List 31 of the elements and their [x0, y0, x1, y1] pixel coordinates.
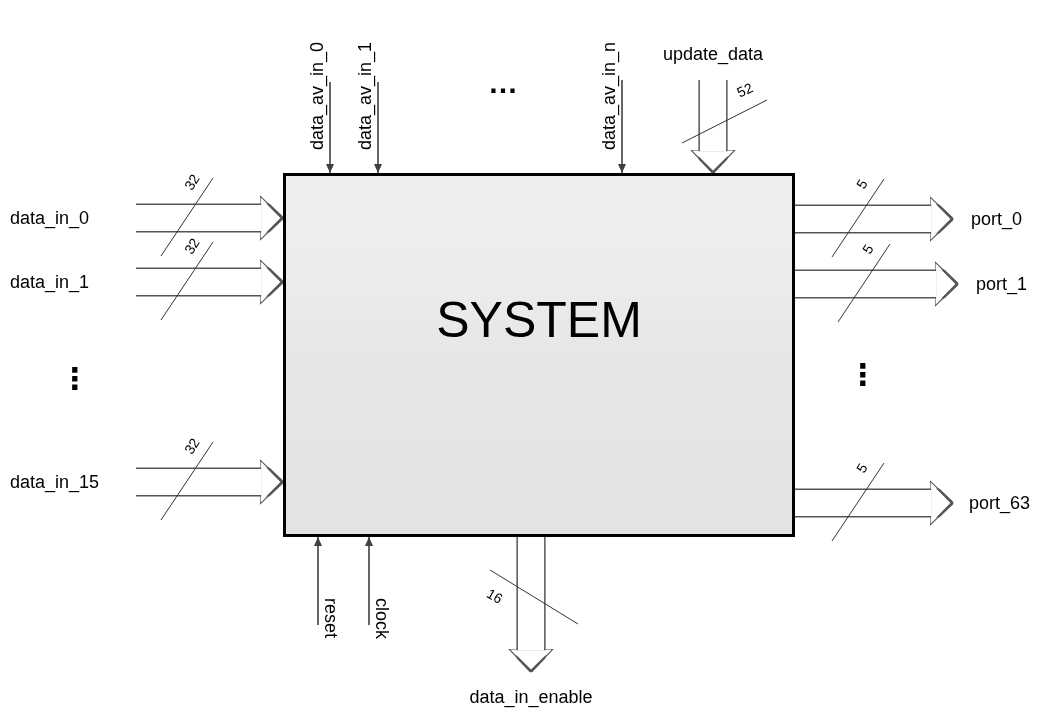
- signal-name: data_av_in_1: [354, 8, 378, 150]
- arrow: [314, 536, 322, 626]
- arrow: [326, 81, 334, 174]
- signal-name: port_63: [953, 491, 1057, 515]
- arrow: [618, 79, 626, 174]
- system-block: [283, 173, 795, 537]
- signal-name: clock: [369, 598, 393, 662]
- signal-name: data_in_15: [10, 470, 136, 494]
- ellipsis-mark: …: [488, 68, 518, 98]
- block-title: SYSTEM: [436, 291, 642, 349]
- signal-name: data_in_1: [10, 270, 136, 294]
- signal-name: data_in_0: [10, 206, 136, 230]
- signal-name: reset: [318, 598, 342, 662]
- arrow: [374, 81, 382, 174]
- edge-label: 32: [180, 235, 203, 257]
- edge-label: 32: [180, 435, 203, 457]
- edge-label: 5: [859, 241, 877, 257]
- signal-name: data_av_in_0: [306, 8, 330, 150]
- edge-label: 52: [734, 79, 756, 101]
- signal-name: data_av_in_n: [598, 8, 622, 150]
- signal-name: update_data: [640, 42, 786, 80]
- signal-name: data_in_enable: [456, 672, 606, 710]
- edge-label: 5: [853, 176, 871, 192]
- edge-label: 5: [853, 460, 871, 476]
- edge-label: 16: [484, 585, 506, 607]
- signal-name: port_1: [958, 272, 1058, 296]
- signal-name: port_0: [953, 207, 1053, 231]
- edge-label: 32: [180, 171, 203, 193]
- ellipsis-mark: ⋮: [60, 364, 90, 394]
- arrow: [365, 536, 373, 626]
- ellipsis-mark: ⋮: [848, 360, 878, 390]
